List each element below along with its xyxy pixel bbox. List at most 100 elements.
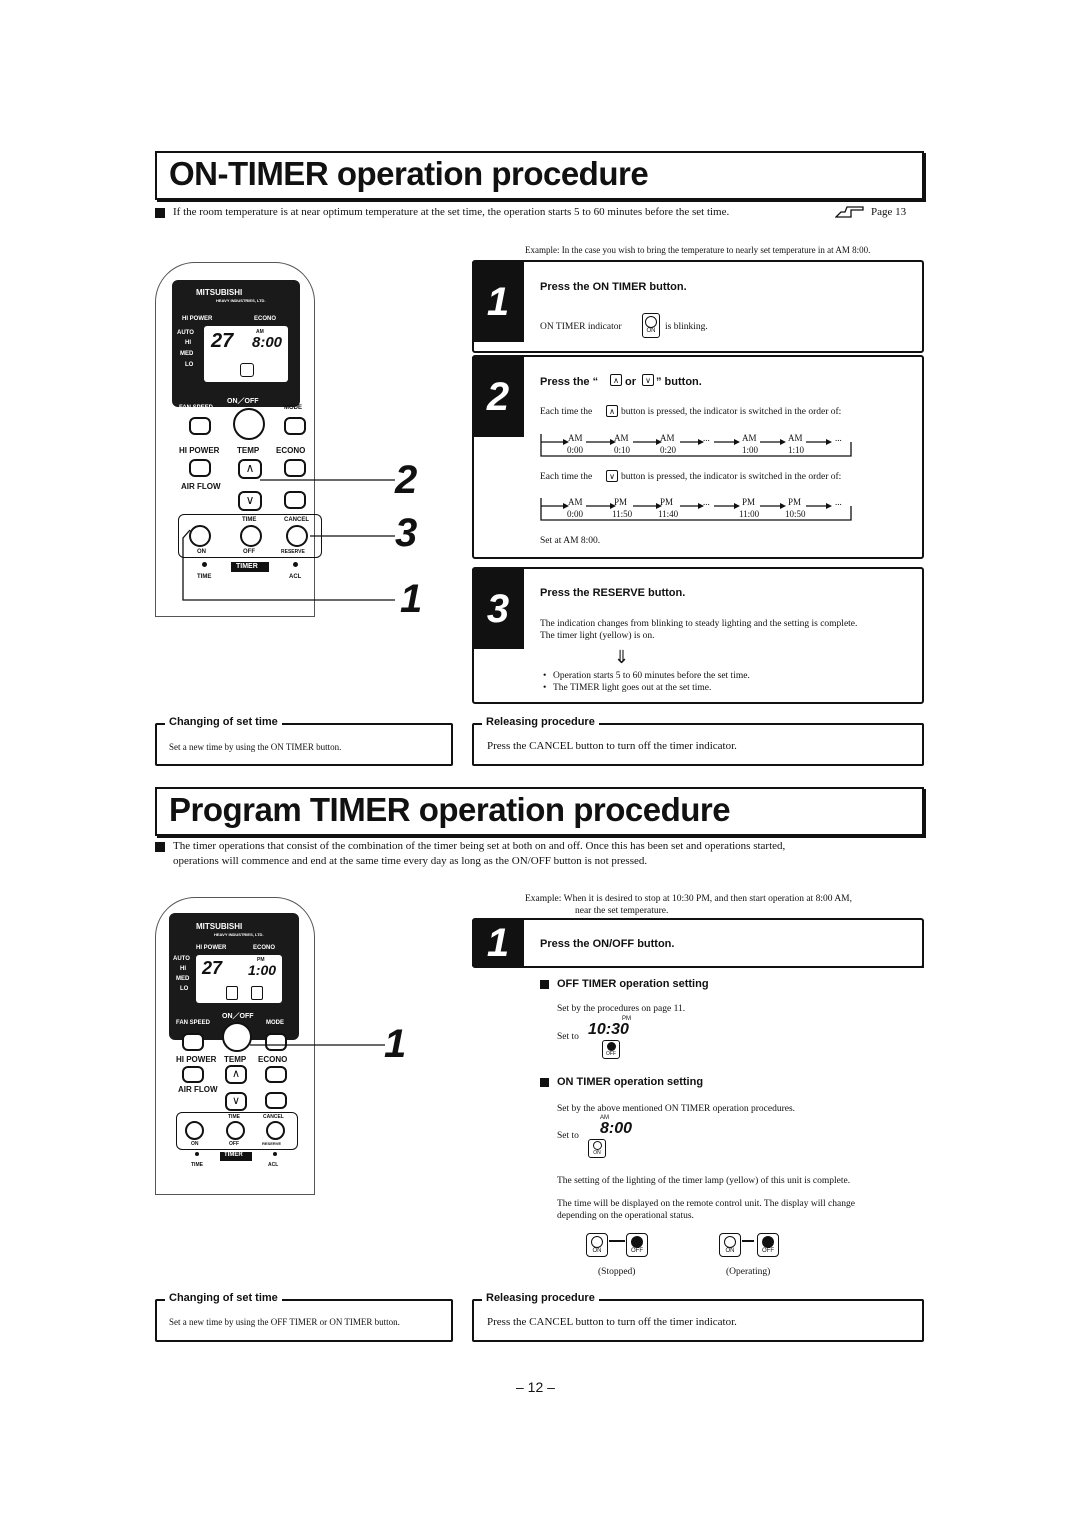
lo-label: LO (185, 362, 194, 368)
on-timer-example: Example: In the case you wish to bring t… (525, 245, 871, 255)
reserve-button[interactable] (286, 525, 308, 547)
econo-label: ECONO (254, 316, 277, 322)
up-arrow-icon-inline: ∧ (606, 405, 618, 417)
fan-speed-button[interactable] (182, 1033, 204, 1051)
releasing-label: Releasing procedure (482, 716, 599, 728)
bullet-dot: • (543, 671, 547, 681)
lcd-pm: PM (257, 957, 265, 963)
remote-control: MITSUBISHI HEAVY INDUSTRIES, LTD. HI POW… (155, 262, 322, 617)
reserve-button[interactable] (266, 1121, 285, 1140)
releasing-frame (472, 723, 924, 766)
off-timer-button[interactable] (226, 1121, 245, 1140)
step-1-title: Press the ON TIMER button. (540, 281, 687, 293)
releasing-label-2: Releasing procedure (482, 1292, 599, 1304)
step-2-title-c: ” button. (656, 376, 702, 388)
down-seq-ellipsis-end: ... (835, 497, 842, 507)
step-3-number: 3 (472, 569, 524, 649)
econo-label-2: ECONO (258, 1055, 288, 1064)
on-timer-icon: ON (588, 1139, 606, 1158)
lcd-off-icon (251, 986, 263, 1000)
temp-down-button[interactable]: ∨ (225, 1092, 247, 1111)
on-off-label: ON／OFF (227, 398, 259, 405)
on-timer-button[interactable] (189, 525, 211, 547)
timer-label: TIMER (236, 563, 258, 570)
step-3-bullet1: Operation starts 5 to 60 minutes before … (553, 671, 750, 681)
hi-power-label-2: HI POWER (179, 446, 220, 455)
on-time-display: 8:00 (600, 1120, 633, 1137)
timer-label: TIMER (224, 1152, 243, 1158)
on-timer-intro: If the room temperature is at near optim… (173, 206, 730, 218)
down-seq-0-t: 0:00 (567, 509, 584, 519)
program-timer-title: Program TIMER operation procedure (169, 791, 731, 828)
on-label: ON (191, 1141, 199, 1147)
air-flow-button[interactable] (265, 1092, 287, 1109)
mode-button[interactable] (284, 417, 306, 435)
temp-down-button[interactable]: ∨ (238, 491, 262, 511)
up-seq-0-p: AM (568, 433, 583, 443)
down-seq-3-p: PM (742, 497, 756, 507)
on-icon-label: ON (593, 1150, 601, 1156)
lcd-screen (204, 326, 288, 382)
page-ref: Page 13 (871, 206, 907, 218)
down-seq-1-p: PM (614, 497, 628, 507)
on-timer-indicator-icon: ON (642, 313, 660, 338)
up-seq-ellipsis-end: ... (835, 433, 842, 443)
off-timer-text: Set by the procedures on page 11. (557, 1004, 686, 1014)
on-timer-button[interactable] (185, 1121, 204, 1140)
up-seq-3-p: AM (742, 433, 757, 443)
program-example-1: Example: When it is desired to stop at 1… (525, 894, 852, 904)
off-icon-label: OFF (606, 1051, 616, 1057)
on-set-to: Set to (557, 1131, 579, 1141)
program-intro-1: The timer operations that consist of the… (173, 840, 786, 852)
air-flow-button[interactable] (284, 491, 306, 509)
on-am-label: AM (600, 1115, 609, 1121)
hi-power-label: HI POWER (196, 945, 227, 951)
timer-button-group (176, 1112, 298, 1150)
temp-up-button[interactable]: ∧ (225, 1065, 247, 1084)
mode-button[interactable] (265, 1033, 287, 1051)
lcd-time: 1:00 (248, 962, 277, 978)
step-3-text2: The timer light (yellow) is on. (540, 631, 655, 641)
on-label: ON (197, 549, 206, 555)
fan-speed-button[interactable] (189, 417, 211, 435)
off-label: OFF (243, 549, 255, 555)
up-seq-ellipsis: ... (703, 433, 710, 443)
econo-button[interactable] (284, 459, 306, 477)
acl-dot (293, 562, 298, 567)
timer-label-bar (231, 562, 269, 572)
changing-frame-2 (155, 1299, 453, 1342)
auto-label: AUTO (173, 956, 190, 962)
hi-power-label-2: HI POWER (176, 1055, 217, 1064)
hi-label: HI (185, 340, 191, 346)
bullet-square (155, 842, 165, 852)
off-timer-button[interactable] (240, 525, 262, 547)
down-seq-4-p: PM (788, 497, 802, 507)
bullet-square (155, 208, 165, 218)
down-seq-2-p: PM (660, 497, 674, 507)
econo-button[interactable] (265, 1066, 287, 1083)
on-icon-label: ON (646, 328, 656, 334)
down-sequence-flow (540, 498, 852, 521)
reserve-label: RESERVE (281, 549, 305, 555)
on-off-button[interactable] (222, 1022, 252, 1052)
off-pm-label: PM (622, 1016, 631, 1022)
temp-up-button[interactable]: ∧ (238, 459, 262, 479)
up-seq-1-p: AM (614, 433, 629, 443)
hi-power-button[interactable] (182, 1066, 204, 1083)
remote-control-2: MITSUBISHI HEAVY INDUSTRIES, LTD. HI POW… (155, 897, 315, 1195)
stopped-arrow (609, 1240, 625, 1242)
changing-label: Changing of set time (165, 716, 282, 728)
set-at: Set at AM 8:00. (540, 536, 601, 546)
step-2-title-b: or (625, 376, 636, 388)
on-off-button[interactable] (233, 408, 265, 440)
hi-power-button[interactable] (189, 459, 211, 477)
hi-power-label: HI POWER (182, 316, 213, 322)
step-1-number: 1 (472, 262, 524, 342)
releasing-text-2: Press the CANCEL button to turn off the … (487, 1316, 737, 1328)
program-note-1: The setting of the lighting of the timer… (557, 1176, 851, 1186)
changing-frame (155, 723, 453, 766)
air-flow-label: AIR FLOW (181, 482, 221, 491)
on-timer-title: ON-TIMER operation procedure (169, 155, 649, 192)
up-seq-1-t: 0:10 (614, 445, 631, 455)
callout-line (250, 1044, 385, 1046)
